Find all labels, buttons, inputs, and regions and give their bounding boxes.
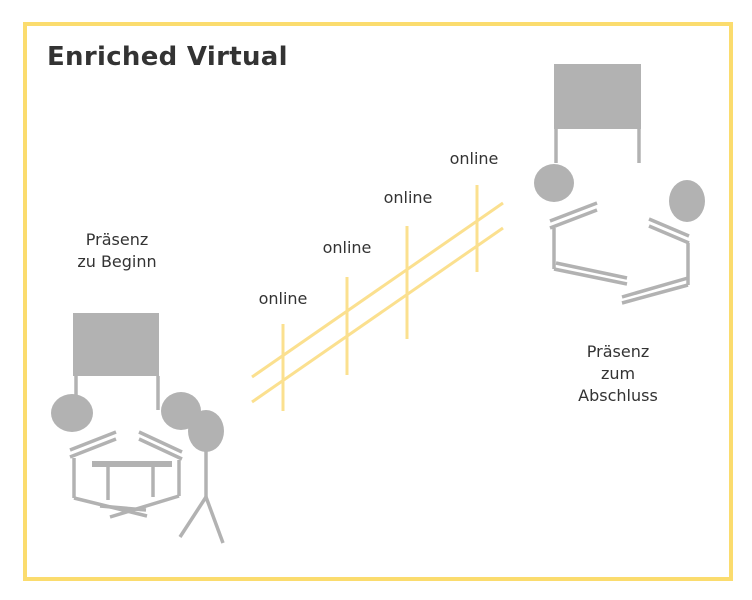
diagram-title: Enriched Virtual [47,42,288,72]
person-icon [669,180,705,222]
start-phase-label-line2: zu Beginn [77,252,157,271]
start-phase-label-line1: Präsenz [85,230,149,249]
end-phase-label: Präsenz zum Abschluss [558,341,678,407]
end-phase-label-line2: zum [600,364,636,383]
end-phase-label-line1: Präsenz [586,342,650,361]
person-icon [534,164,574,202]
online-label: online [258,289,308,308]
end-classroom-scene [534,64,705,305]
standing-person-icon [188,410,224,452]
end-phase-label-line3: Abschluss [578,386,658,405]
person-icon [51,394,93,432]
online-label: online [322,238,372,257]
start-classroom-scene [51,313,225,544]
online-label: online [383,188,433,207]
online-label: online [449,149,499,168]
start-phase-label: Präsenz zu Beginn [62,229,172,273]
board-icon [554,64,641,129]
online-track [251,185,504,411]
board-icon [73,313,159,376]
